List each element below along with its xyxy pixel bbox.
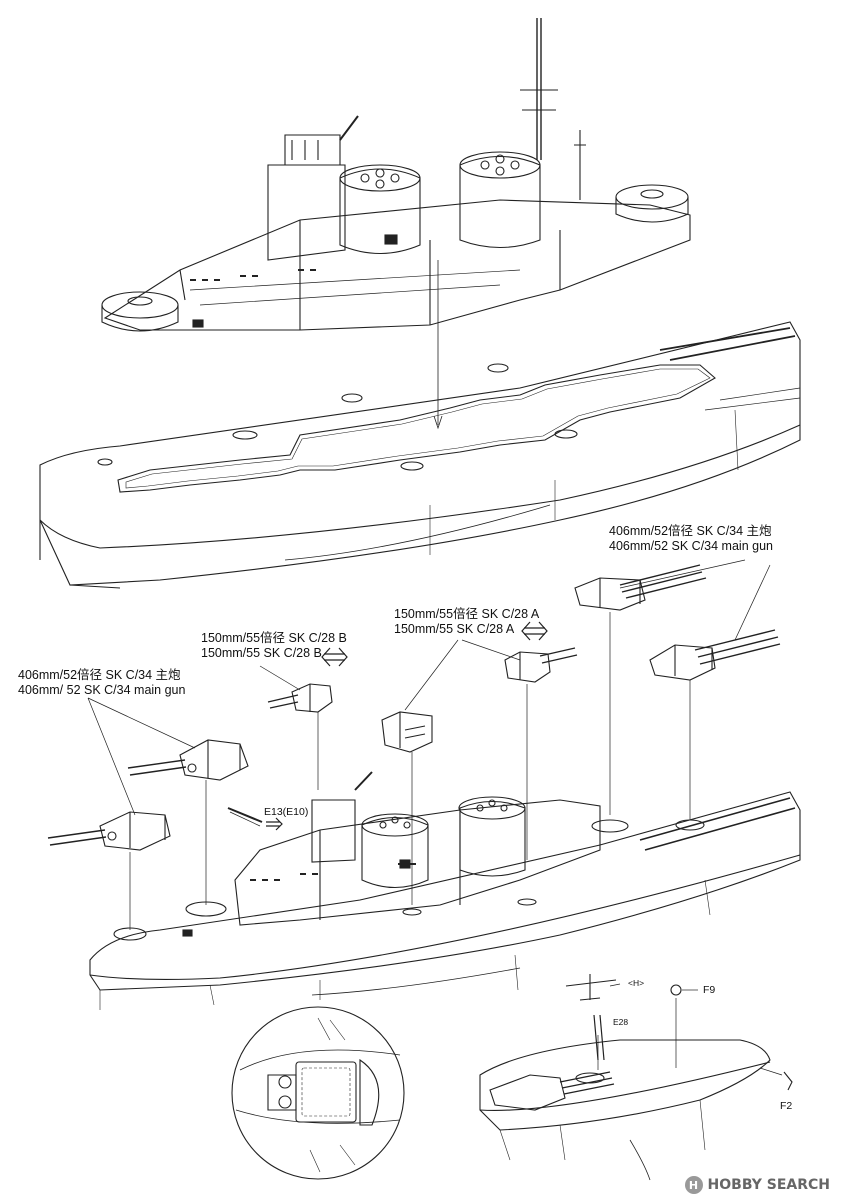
swap-arrow-b bbox=[321, 647, 348, 667]
callout-secondary-a: 150mm/55倍径 SK C/28 A 150mm/55 SK C/28 A bbox=[394, 607, 539, 637]
part-f9 bbox=[670, 984, 682, 996]
detail-circle bbox=[231, 1006, 405, 1180]
watermark: H HOBBY SEARCH bbox=[684, 1176, 830, 1194]
part-e28 bbox=[593, 1014, 605, 1061]
ship-assembled bbox=[89, 771, 801, 1010]
callout-main-gun-left-cn: 406mm/52倍径 SK C/34 主炮 bbox=[18, 668, 181, 682]
callout-main-gun-right-cn: 406mm/52倍径 SK C/34 主炮 bbox=[609, 524, 772, 538]
callout-secondary-a-en: 150mm/55 SK C/28 A bbox=[394, 622, 515, 636]
main-turret-upper-right bbox=[574, 564, 707, 611]
label-f9: F9 bbox=[703, 984, 716, 996]
label-e28: E28 bbox=[613, 1017, 629, 1027]
hull-top bbox=[39, 321, 801, 589]
bow-detail bbox=[479, 1039, 771, 1181]
callout-main-gun-right: 406mm/52倍径 SK C/34 主炮 406mm/52 SK C/34 m… bbox=[609, 524, 773, 554]
secondary-turret-a bbox=[504, 647, 578, 683]
callout-secondary-b: 150mm/55倍径 SK C/28 B 150mm/55 SK C/28 B bbox=[201, 631, 347, 661]
callout-main-gun-left-en: 406mm/ 52 SK C/34 main gun bbox=[18, 683, 186, 697]
bridge-part bbox=[381, 711, 433, 753]
part-e13 bbox=[227, 807, 263, 823]
aircraft-part bbox=[565, 974, 617, 1001]
main-turret-lower-left bbox=[47, 811, 171, 851]
arrow-e13 bbox=[266, 817, 283, 831]
watermark-text: HOBBY SEARCH bbox=[707, 1177, 830, 1193]
superstructure-top bbox=[101, 18, 691, 332]
callout-secondary-a-cn: 150mm/55倍径 SK C/28 A bbox=[394, 607, 540, 621]
label-e13: E13(E10) bbox=[264, 806, 309, 818]
label-f2: F2 bbox=[780, 1100, 793, 1112]
callout-secondary-b-en: 150mm/55 SK C/28 B bbox=[201, 646, 322, 660]
secondary-turret-b bbox=[267, 683, 333, 713]
callout-secondary-b-cn: 150mm/55倍径 SK C/28 B bbox=[201, 631, 347, 645]
callout-main-gun-right-en: 406mm/52 SK C/34 main gun bbox=[609, 539, 773, 553]
label-h: <H> bbox=[628, 978, 645, 988]
callout-main-gun-left: 406mm/52倍径 SK C/34 主炮 406mm/ 52 SK C/34 … bbox=[18, 668, 185, 698]
main-turret-upper-left bbox=[127, 739, 249, 781]
swap-arrow-a bbox=[521, 621, 548, 641]
part-f2 bbox=[783, 1071, 793, 1091]
main-turret-lower-right bbox=[649, 629, 781, 681]
leader-lines bbox=[87, 559, 771, 930]
watermark-logo: H bbox=[684, 1176, 703, 1194]
